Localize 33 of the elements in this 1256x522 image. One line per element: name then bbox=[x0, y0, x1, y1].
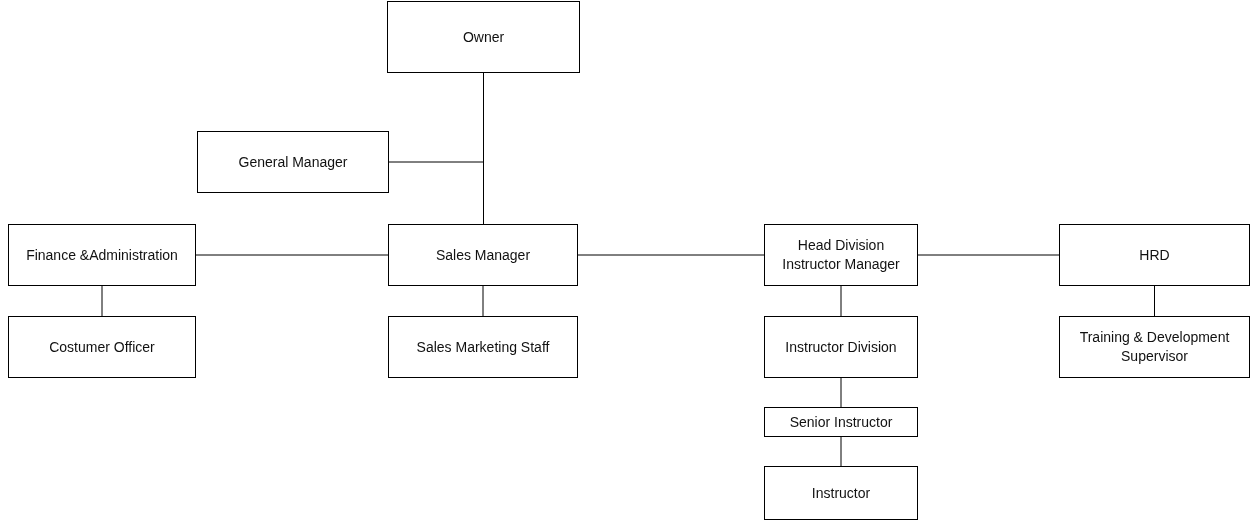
connector-line bbox=[917, 254, 1060, 256]
connector-line bbox=[577, 254, 765, 256]
org-box bbox=[197, 131, 389, 193]
role-title: Training & Development Supervisor bbox=[1078, 328, 1231, 366]
connector-line bbox=[840, 285, 842, 317]
org-box bbox=[764, 466, 918, 520]
org-box bbox=[388, 224, 578, 286]
role-title: Costumer Officer bbox=[49, 337, 155, 357]
role-title: Senior Instructor bbox=[789, 412, 893, 432]
role-title: HRD bbox=[1139, 245, 1170, 265]
org-box bbox=[8, 316, 196, 378]
org-box bbox=[764, 316, 918, 378]
org-box bbox=[1059, 316, 1250, 378]
org-box bbox=[764, 407, 918, 437]
role-title: Instructor bbox=[811, 483, 871, 503]
connector-line bbox=[195, 254, 389, 256]
role-title: Sales Manager bbox=[435, 245, 531, 265]
connector-line bbox=[101, 285, 103, 317]
role-title: General Manager bbox=[238, 152, 348, 172]
connector-line bbox=[1154, 285, 1155, 317]
org-box bbox=[764, 224, 918, 286]
connector-line bbox=[840, 377, 842, 408]
org-box bbox=[8, 224, 196, 286]
connector-line bbox=[840, 436, 842, 467]
role-title: Owner bbox=[462, 27, 505, 47]
role-title: Instructor Division bbox=[785, 337, 897, 357]
org-box bbox=[1059, 224, 1250, 286]
org-box bbox=[388, 316, 578, 378]
org-box bbox=[387, 1, 580, 73]
role-title: Head Division Instructor Manager bbox=[781, 236, 901, 274]
role-title: Finance &Administration bbox=[26, 245, 178, 265]
role-title: Sales Marketing Staff bbox=[416, 337, 550, 357]
connector-line bbox=[482, 285, 484, 317]
